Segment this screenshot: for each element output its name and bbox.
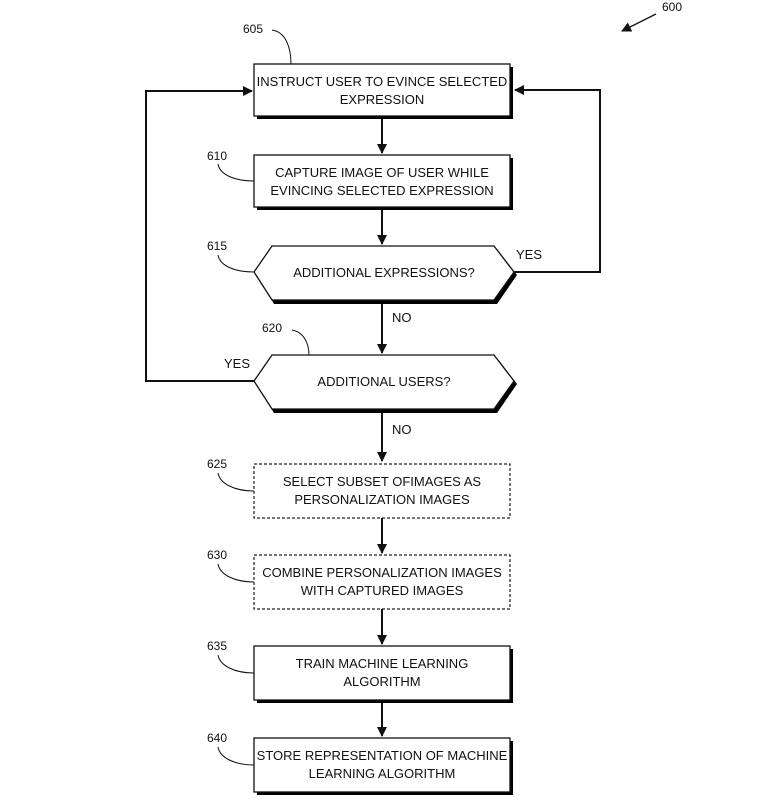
step-text-line: SELECT SUBSET OFIMAGES AS bbox=[283, 474, 482, 489]
step-615: ADDITIONAL EXPRESSIONS? 615 YES NO bbox=[207, 239, 542, 325]
process-box bbox=[253, 645, 511, 701]
yes-loop-arrow-right bbox=[514, 85, 601, 273]
step-610: CAPTURE IMAGE OF USER WHILE EVINCING SEL… bbox=[207, 149, 513, 210]
step-text-line: EXPRESSION bbox=[340, 92, 425, 107]
decision-text: ADDITIONAL USERS? bbox=[317, 374, 450, 389]
step-ref-label: 630 bbox=[207, 548, 227, 562]
no-label: NO bbox=[392, 310, 412, 325]
ref-leader-line bbox=[217, 563, 255, 583]
step-625: SELECT SUBSET OFIMAGES AS PERSONALIZATIO… bbox=[207, 457, 511, 519]
step-630: COMBINE PERSONALIZATION IMAGES WITH CAPT… bbox=[207, 548, 511, 610]
yes-label: YES bbox=[516, 247, 542, 262]
ref-leader-line bbox=[217, 654, 255, 674]
figure-ref-600: 600 bbox=[621, 0, 682, 32]
figure-pointer-arrow bbox=[621, 13, 657, 32]
decision-text: ADDITIONAL EXPRESSIONS? bbox=[293, 265, 475, 280]
step-640: STORE REPRESENTATION OF MACHINE LEARNING… bbox=[207, 731, 513, 795]
ref-leader-line bbox=[291, 329, 310, 356]
process-box bbox=[253, 63, 511, 117]
step-text-line: STORE REPRESENTATION OF MACHINE bbox=[257, 748, 508, 763]
ref-leader-line bbox=[271, 29, 292, 65]
step-605: INSTRUCT USER TO EVINCE SELECTED EXPRESS… bbox=[243, 22, 513, 119]
step-620: ADDITIONAL USERS? 620 YES NO bbox=[224, 321, 517, 437]
yes-loop-arrow-left bbox=[145, 86, 254, 382]
step-text-line: PERSONALIZATION IMAGES bbox=[294, 492, 470, 507]
step-text-line: INSTRUCT USER TO EVINCE SELECTED bbox=[257, 74, 508, 89]
ref-leader-line bbox=[217, 472, 255, 492]
step-text-line: TRAIN MACHINE LEARNING bbox=[296, 656, 469, 671]
process-box bbox=[253, 737, 511, 793]
step-ref-label: 615 bbox=[207, 239, 227, 253]
step-635: TRAIN MACHINE LEARNING ALGORITHM 635 bbox=[207, 639, 513, 703]
step-ref-label: 605 bbox=[243, 22, 263, 36]
step-text-line: WITH CAPTURED IMAGES bbox=[301, 583, 464, 598]
step-text-line: EVINCING SELECTED EXPRESSION bbox=[270, 183, 493, 198]
process-box bbox=[253, 154, 511, 208]
step-ref-label: 610 bbox=[207, 149, 227, 163]
step-text-line: LEARNING ALGORITHM bbox=[309, 766, 456, 781]
ref-leader-line bbox=[217, 254, 255, 273]
step-ref-label: 640 bbox=[207, 731, 227, 745]
optional-box bbox=[253, 554, 511, 610]
no-label: NO bbox=[392, 422, 412, 437]
step-ref-label: 635 bbox=[207, 639, 227, 653]
step-ref-label: 620 bbox=[262, 321, 282, 335]
optional-box bbox=[253, 463, 511, 519]
yes-label: YES bbox=[224, 356, 250, 371]
step-text-line: ALGORITHM bbox=[343, 674, 420, 689]
ref-leader-line bbox=[217, 163, 255, 182]
figure-ref-label: 600 bbox=[662, 0, 682, 14]
step-text-line: CAPTURE IMAGE OF USER WHILE bbox=[275, 165, 489, 180]
ref-leader-line bbox=[217, 746, 255, 766]
step-ref-label: 625 bbox=[207, 457, 227, 471]
step-text-line: COMBINE PERSONALIZATION IMAGES bbox=[262, 565, 502, 580]
